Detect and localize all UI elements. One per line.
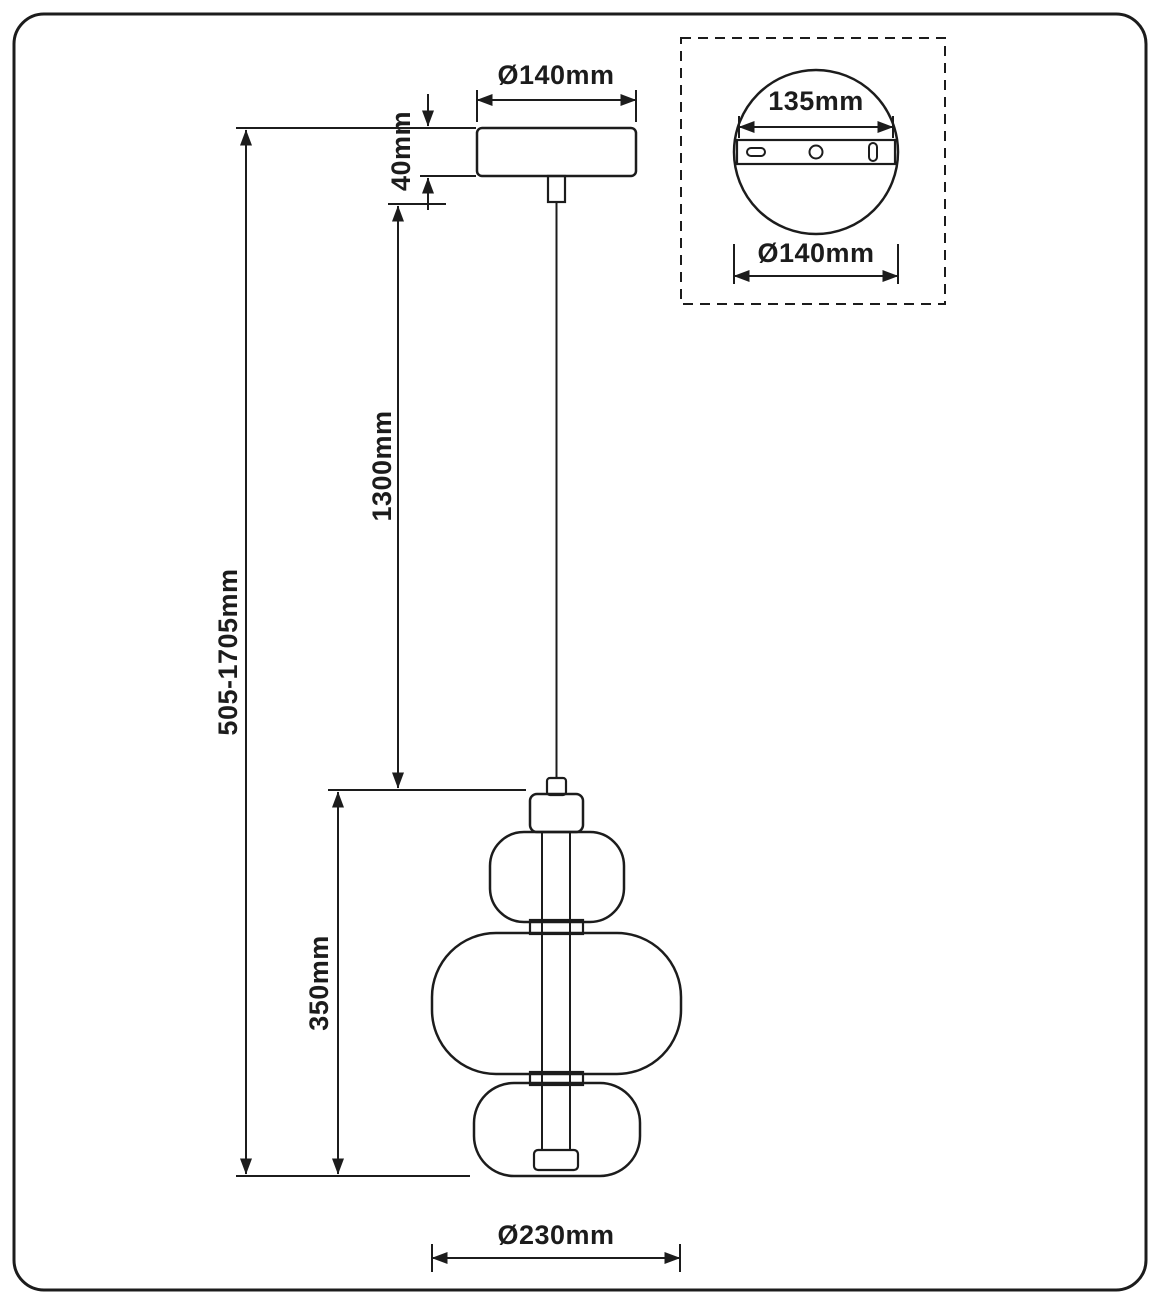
cord-knob	[545, 776, 568, 797]
canopy-diameter-label: Ø140mm	[497, 60, 614, 90]
dim-body-height: 350mm	[304, 789, 526, 1175]
dim-top-view-diameter: Ø140mm	[733, 238, 899, 284]
dim-overall-height: 505-1705mm	[213, 127, 476, 1177]
mounting-slot-right	[868, 142, 878, 162]
page-border	[12, 12, 1148, 1292]
canopy-circle-outline	[732, 68, 900, 236]
glass-shade-top	[488, 830, 626, 924]
mounting-slot-left	[746, 147, 766, 157]
dim-cord-length: 1300mm	[367, 203, 446, 789]
body-height-label: 350mm	[304, 935, 334, 1031]
canopy-stem	[546, 174, 567, 204]
pendant-front-view	[430, 126, 683, 1178]
dim-canopy-height: 40mm	[386, 94, 476, 210]
dim-canopy-diameter: Ø140mm	[476, 60, 637, 122]
glass-shade-middle	[430, 931, 683, 1076]
canopy-height-label: 40mm	[386, 111, 416, 191]
inner-tube-bottom-cap	[532, 1148, 580, 1172]
canopy-outline	[475, 126, 638, 178]
detail-dashed-border	[680, 37, 946, 305]
dim-body-diameter: Ø230mm	[431, 1220, 681, 1272]
cord-length-label: 1300mm	[367, 410, 397, 521]
mounting-center-hole	[808, 144, 824, 160]
plate-width-label: 135mm	[768, 86, 864, 116]
shade-ring-lower	[528, 1070, 585, 1087]
lamp-top-cap	[528, 792, 585, 834]
glass-shade-bottom	[472, 1081, 642, 1178]
canopy-top-view-detail: 135mm Ø140mm	[680, 37, 946, 305]
body-diameter-label: Ø230mm	[497, 1220, 614, 1250]
mounting-plate	[735, 138, 897, 166]
overall-height-label: 505-1705mm	[213, 568, 243, 735]
top-view-diameter-label: Ø140mm	[757, 238, 874, 268]
dim-plate-width: 135mm	[738, 86, 894, 138]
